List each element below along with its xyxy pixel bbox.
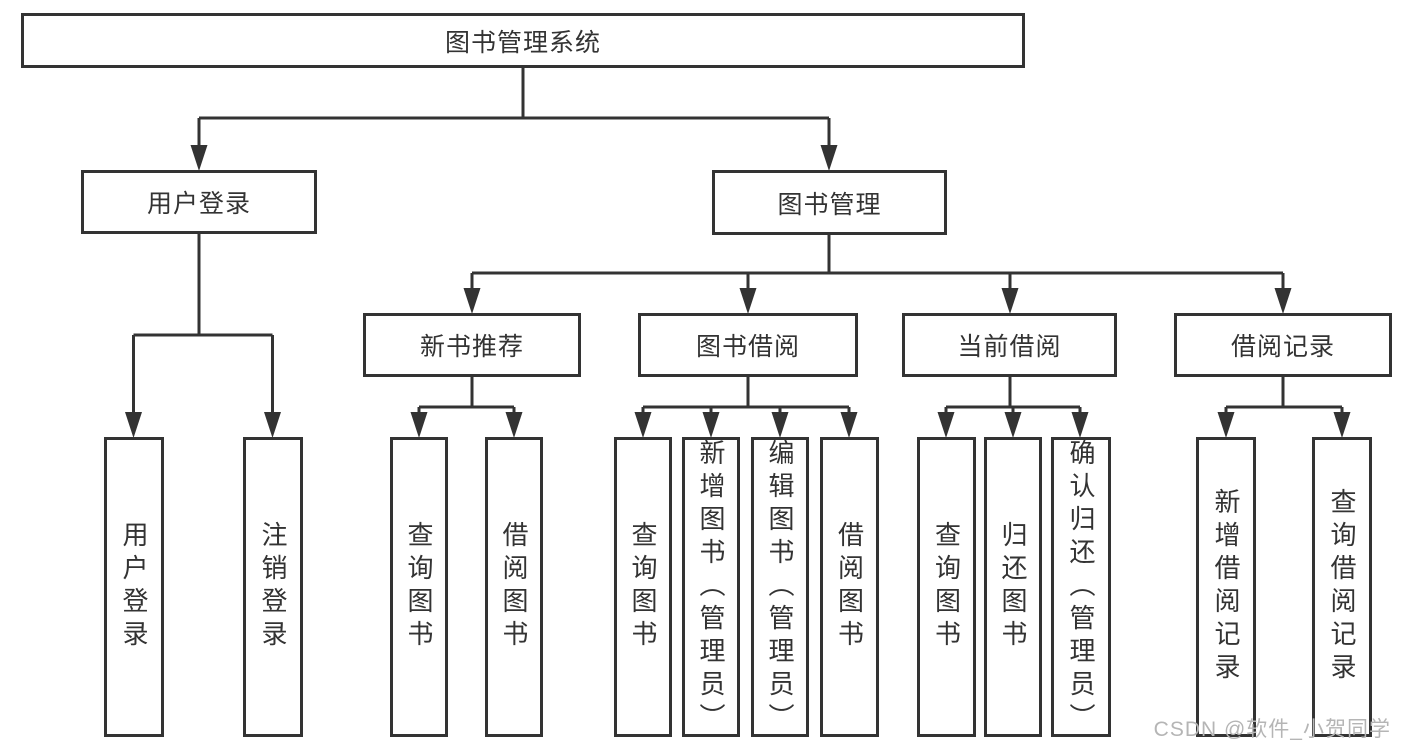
node-leaf-current-return-books: 归还图书: [984, 437, 1042, 737]
node-book-borrowing: 图书借阅: [638, 313, 858, 377]
node-leaf-current-confirm-return-admin: 确认归还（管理员）: [1051, 437, 1111, 737]
node-label: 查询图书: [404, 521, 434, 653]
node-leaf-newbook-query-books: 查询图书: [390, 437, 448, 737]
node-user-login: 用户登录: [81, 170, 317, 234]
node-leaf-borrowing-edit-books-admin: 编辑图书（管理员）: [751, 437, 809, 737]
node-label: 查询图书: [628, 521, 658, 653]
node-label: 图书管理系统: [444, 28, 601, 57]
node-label: 借阅记录: [1230, 333, 1335, 361]
node-label: 用户登录: [119, 521, 149, 653]
node-label: 新书推荐: [419, 333, 524, 361]
node-label: 归还图书: [998, 521, 1028, 653]
node-label: 查询借阅记录: [1327, 488, 1357, 686]
node-leaf-newbook-borrow-books: 借阅图书: [485, 437, 543, 737]
node-label: 借阅图书: [834, 521, 865, 653]
node-leaf-user-login: 用户登录: [104, 437, 164, 737]
node-label: 图书管理: [777, 190, 882, 219]
csdn-watermark: CSDN @软件_小贺同学: [1153, 718, 1391, 741]
node-label: 确认归还（管理员）: [1066, 438, 1096, 736]
node-label: 用户登录: [146, 190, 251, 218]
node-leaf-records-query-record: 查询借阅记录: [1312, 437, 1372, 737]
node-current-borrowing: 当前借阅: [902, 313, 1117, 377]
node-book-management: 图书管理: [712, 170, 947, 235]
node-library-system: 图书管理系统: [21, 13, 1025, 68]
node-label: 注销登录: [258, 521, 288, 653]
node-leaf-borrowing-add-books-admin: 新增图书（管理员）: [682, 437, 740, 737]
node-label: 新增借阅记录: [1211, 488, 1241, 686]
node-label: 编辑图书（管理员）: [765, 438, 795, 736]
node-new-book-recommend: 新书推荐: [363, 313, 581, 377]
node-leaf-logout: 注销登录: [243, 437, 303, 737]
node-leaf-borrowing-query-books: 查询图书: [614, 437, 672, 737]
node-leaf-records-add-record: 新增借阅记录: [1196, 437, 1256, 737]
node-borrow-records: 借阅记录: [1174, 313, 1392, 377]
node-label: 当前借阅: [957, 333, 1062, 361]
node-label: 图书借阅: [695, 333, 800, 361]
node-label: 借阅图书: [499, 521, 529, 653]
node-leaf-borrowing-borrow-books: 借阅图书: [820, 437, 879, 737]
node-label: 新增图书（管理员）: [696, 438, 726, 736]
node-leaf-current-query-books: 查询图书: [917, 437, 976, 737]
node-label: 查询图书: [931, 521, 962, 653]
